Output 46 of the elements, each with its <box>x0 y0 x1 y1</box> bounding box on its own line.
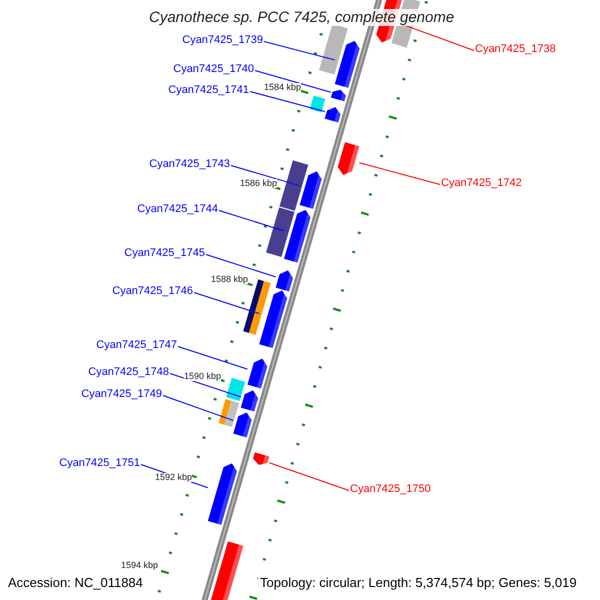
gene-label: Cyan7425_1745 <box>124 248 205 259</box>
gene-block <box>233 412 252 438</box>
leader-line <box>194 292 260 314</box>
gene-block <box>324 107 341 122</box>
leader-line <box>206 254 276 278</box>
scale-label: 1584 kbp <box>264 83 301 92</box>
genome-summary-text: Topology: circular; Length: 5,374,574 bp; Genes: 5,019 <box>258 575 579 590</box>
gene-block <box>208 463 237 525</box>
gene-label: Cyan7425_1747 <box>96 340 177 351</box>
leader-line <box>170 373 242 398</box>
accession-text: Accession: NC_011884 <box>6 575 145 590</box>
gene-block <box>338 142 360 175</box>
gene-label: Cyan7425_1738 <box>475 44 556 55</box>
gene-label: Cyan7425_1742 <box>441 178 522 189</box>
leader-line <box>254 70 332 93</box>
leader-line <box>230 165 300 186</box>
gene-block <box>300 171 322 209</box>
gene-label: Cyan7425_1744 <box>137 204 218 215</box>
gene-block <box>284 210 311 263</box>
gene-label: Cyan7425_1743 <box>149 159 230 170</box>
leader-line <box>358 162 440 185</box>
gene-label: Cyan7425_1751 <box>59 458 140 469</box>
gene-label: Cyan7425_1746 <box>112 286 193 297</box>
scale-label: 1594 kbp <box>120 561 158 570</box>
leader-line <box>218 210 285 232</box>
gene-block <box>253 452 270 465</box>
scale-label: 1592 kbp <box>154 473 192 482</box>
gene-label: Cyan7425_1748 <box>88 367 169 378</box>
leader-line <box>250 91 326 112</box>
gene-block <box>276 270 293 292</box>
gene-label: Cyan7425_1739 <box>182 35 263 46</box>
gene-block <box>334 40 360 88</box>
leader-line <box>268 462 350 491</box>
gene-label: Cyan7425_1749 <box>81 389 162 400</box>
gene-block <box>240 390 258 412</box>
gene-label: Cyan7425_1750 <box>350 484 431 495</box>
gene-label: Cyan7425_1740 <box>173 64 254 75</box>
scale-label: 1586 kbp <box>240 179 277 188</box>
scale-label: 1588 kbp <box>210 275 248 284</box>
gene-label: Cyan7425_1741 <box>168 85 249 96</box>
gene-block <box>259 290 288 348</box>
leader-line <box>178 346 248 370</box>
leader-line <box>264 41 336 60</box>
gene-block <box>330 90 346 102</box>
gene-block <box>247 358 268 388</box>
scale-label: 1590 kbp <box>184 372 221 381</box>
